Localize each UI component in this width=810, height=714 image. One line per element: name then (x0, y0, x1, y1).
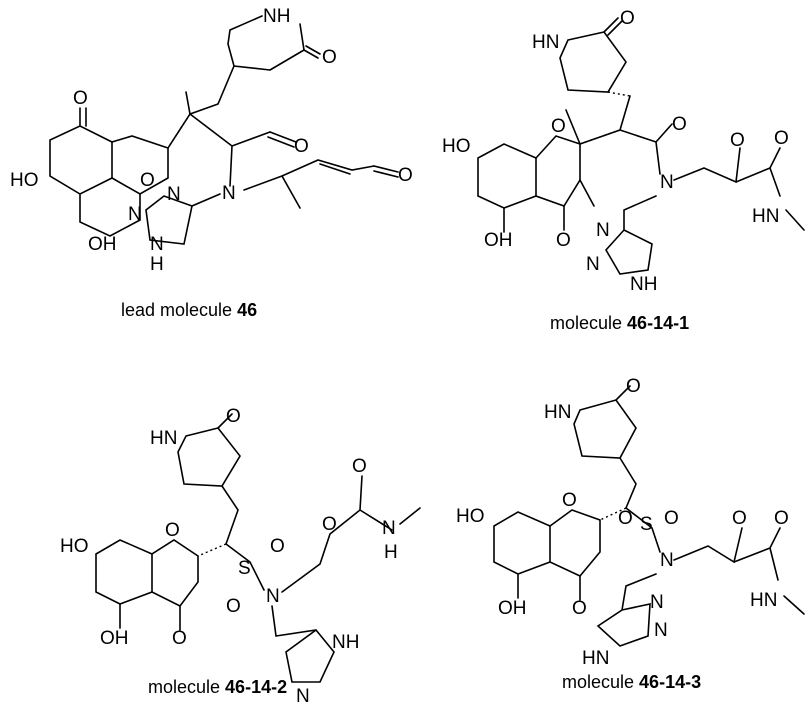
atom-o: O (774, 128, 789, 149)
atom-o: O (572, 598, 587, 619)
atom-o: O (322, 514, 337, 535)
atom-o: O (626, 376, 641, 397)
atom-o: O (398, 165, 413, 186)
atom-n: N (660, 172, 674, 193)
atom-o: O (730, 130, 745, 151)
structure-46-14-3: HN O S O O N O O HN N N HN O HO OH O (456, 376, 805, 669)
caption-molecule-46-14-1: molecule 46-14-1 (550, 313, 689, 333)
structure-46-14-2: HN O S O O N O O N H NH N O HO OH O (60, 406, 421, 707)
atom-nh: NH (332, 632, 359, 653)
atom-o: O (165, 520, 180, 541)
atom-ho: HO (456, 506, 485, 527)
atom-hn: HN (752, 206, 779, 227)
atom-o: O (352, 456, 367, 477)
atom-hn: HN (544, 402, 571, 423)
atom-h: H (150, 254, 164, 275)
atom-o: O (226, 596, 241, 617)
atom-o: O (270, 536, 285, 557)
atom-n: N (382, 518, 396, 539)
atom-o: O (664, 508, 679, 529)
atom-n: N (266, 586, 280, 607)
structure-lead-46: NH O O N O N N N H O O HO OH (10, 6, 413, 275)
atom-n: N (654, 620, 668, 641)
atom-oh: OH (88, 234, 117, 255)
caption-molecule-46-14-2: molecule 46-14-2 (148, 677, 287, 697)
atom-n: N (128, 204, 142, 225)
atom-nh: NH (263, 6, 290, 27)
atom-ho: HO (60, 536, 89, 557)
atom-s: S (640, 514, 653, 535)
atom-oh: OH (498, 598, 527, 619)
atom-o: O (73, 88, 88, 109)
atom-hn: HN (532, 32, 559, 53)
atom-n: N (150, 234, 164, 255)
atom-ho: HO (442, 136, 471, 157)
atom-o: O (294, 136, 309, 157)
atom-o: O (551, 116, 566, 137)
atom-o: O (226, 406, 241, 427)
atom-o: O (774, 508, 789, 529)
atom-o: O (556, 230, 571, 251)
atom-o: O (140, 170, 155, 191)
atom-s: S (238, 558, 251, 579)
atom-oh: OH (484, 230, 513, 251)
atom-n: N (167, 184, 181, 205)
atom-n: N (596, 220, 610, 241)
structure-46-14-1: HN O O N O O HN N N NH O HO OH O (442, 8, 805, 295)
caption-molecule-46-14-3: molecule 46-14-3 (562, 672, 701, 692)
atom-nh: NH (630, 274, 657, 295)
atom-hn: HN (150, 428, 177, 449)
atom-ho: HO (10, 170, 39, 191)
atom-o: O (562, 490, 577, 511)
atom-n: N (586, 254, 600, 275)
atom-o: O (620, 8, 635, 29)
atom-n: N (296, 686, 310, 707)
atom-o: O (672, 114, 687, 135)
atom-oh: OH (100, 628, 129, 649)
caption-molecule-46: lead molecule 46 (121, 300, 257, 320)
atom-hn: HN (582, 648, 609, 669)
atom-o: O (618, 508, 633, 529)
atom-h: H (384, 542, 398, 563)
atom-o: O (732, 508, 747, 529)
atom-o: O (172, 628, 187, 649)
atom-o: O (322, 47, 337, 68)
atom-n: N (660, 550, 674, 571)
atom-n: N (222, 183, 236, 204)
atom-n: N (650, 592, 664, 613)
atom-hn: HN (750, 590, 777, 611)
